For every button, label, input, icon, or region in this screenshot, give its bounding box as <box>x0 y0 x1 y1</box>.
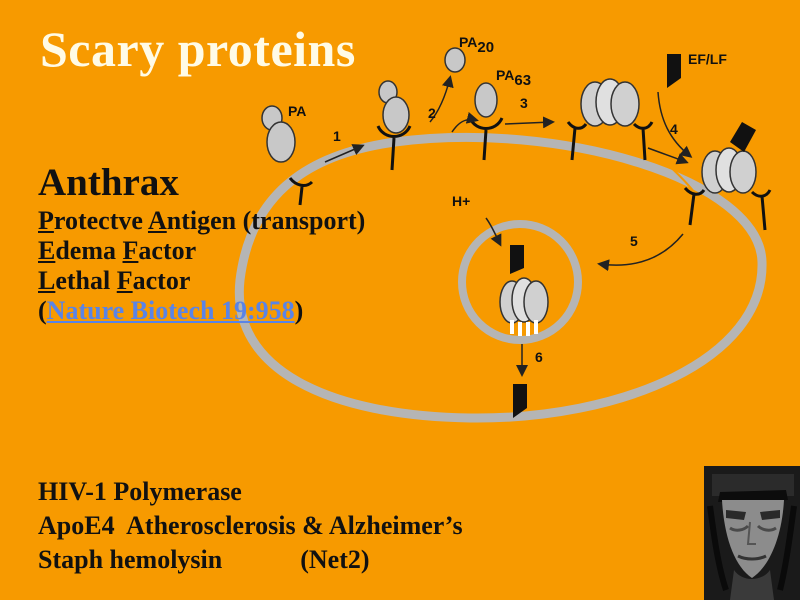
edema-factor-line: Edema Factor <box>38 236 197 265</box>
ef-lf-ligand <box>667 54 681 88</box>
step-2: 2 <box>428 105 436 121</box>
toxin-complex <box>683 122 772 231</box>
pa63-shape <box>468 82 504 161</box>
pathway-arrows <box>324 75 693 377</box>
released-factor <box>513 384 527 418</box>
label-pa: PA <box>288 103 306 119</box>
monster-portrait-image <box>704 466 800 600</box>
citation-line: (Nature Biotech 19:958) <box>38 296 304 325</box>
protein-hiv1: HIV-1 Polymerase <box>38 477 242 506</box>
label-ef-lf: EF/LF <box>688 51 727 67</box>
label-pa63: PA63 <box>496 67 531 89</box>
endosome <box>458 220 582 344</box>
anthrax-heading: Anthrax <box>38 161 179 204</box>
step-1: 1 <box>333 128 341 144</box>
step-4: 4 <box>670 121 678 137</box>
label-h-plus: H+ <box>452 193 470 209</box>
slide-title: Scary proteins <box>40 21 356 77</box>
step-5: 5 <box>630 233 638 249</box>
endosome-pore <box>499 245 549 336</box>
nature-biotech-link[interactable]: Nature Biotech 19:958 <box>46 296 295 325</box>
label-pa20: PA20 <box>459 34 494 56</box>
lethal-factor-line: Lethal Factor <box>38 266 191 295</box>
step-6: 6 <box>535 349 543 365</box>
bound-pa-shape <box>376 80 412 171</box>
anthrax-section: Anthrax Protectve Antigen (transport) Ed… <box>38 160 365 326</box>
heptamer-prepore <box>566 78 654 161</box>
protein-staph: Staph hemolysin (Net2) <box>38 545 370 574</box>
pa20-fragment <box>444 47 466 73</box>
protective-antigen-line: Protectve Antigen (transport) <box>38 206 366 235</box>
step-3: 3 <box>520 95 528 111</box>
other-proteins-list: HIV-1 Polymerase ApoE4 Atherosclerosis &… <box>38 475 463 577</box>
protein-apoe4: ApoE4 Atherosclerosis & Alzheimer’s <box>38 511 463 540</box>
pa-protein-shape <box>261 105 296 163</box>
